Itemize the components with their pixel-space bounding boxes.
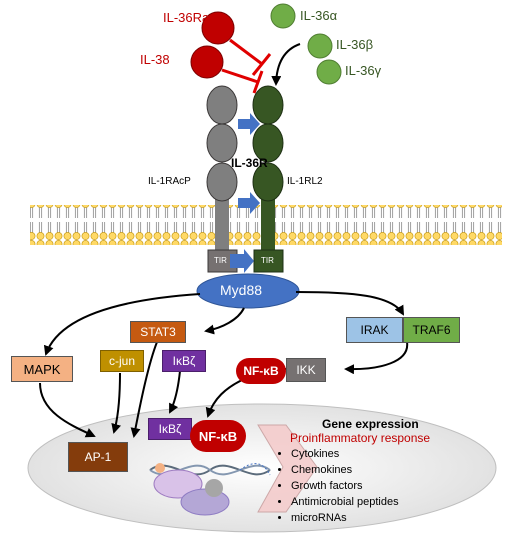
il36beta-ligand [307,33,333,59]
gene-list: Cytokines Chemokines Growth factors Anti… [277,446,399,526]
transcription-illustration [149,463,271,516]
il36ra-ligand [201,11,235,45]
il36beta-label: IL-36β [336,37,374,52]
il1racp-domain-1 [206,85,238,125]
il1rl2-domain-2 [252,123,284,163]
il1rl2-stalk [261,195,275,250]
traf6-box: TRAF6 [403,317,460,343]
il38-ligand [190,45,224,79]
il1rl2-label: IL-1RL2 [287,176,323,187]
il38-label: IL-38 [140,52,170,67]
il36ra-inhibition-line [229,38,263,66]
myd88-label: Myd88 [220,282,263,298]
irak-traf6-to-ikk-arrow [344,341,409,375]
il36gamma-label: IL-36γ [345,63,382,78]
il1racp-label: IL-1RAcP [148,176,191,187]
irak-box: IRAK [346,317,403,343]
gene-list-item: Cytokines [291,446,399,462]
stat3-to-ap1-arrow [130,341,158,438]
tir-arrow [230,249,254,273]
il38-inhibition-bar [252,70,264,94]
il36ra-label: IL-36Ra [163,10,210,25]
il36alpha-ligand [270,3,296,29]
il1racp-domain-3 [206,162,238,202]
cjun-box: c-jun [100,350,144,372]
mapk-to-ap1-arrow [39,382,96,438]
tir-right-label: TIR [261,256,274,265]
proinflammatory-subtitle: Proinflammatory response [290,431,431,445]
il36alpha-label: IL-36α [300,8,338,23]
gene-list-item: Growth factors [291,478,399,494]
gene-list-item: Antimicrobial peptides [291,494,399,510]
myd88-to-irak-arrow [295,291,405,316]
mapk-box: MAPK [11,356,73,382]
gene-expression-arrow [257,424,318,513]
tir-left-label: TIR [214,256,227,265]
il1racp-stalk [215,195,229,250]
heterodimer-arrow-2 [238,192,260,214]
heterodimer-arrow-1 [238,113,260,135]
ikbz-nuclear-box: IκBζ [148,418,192,440]
il36ra-inhibition-bar [251,53,272,76]
myd88-to-mapk-arrow [43,293,201,356]
ikbz-box: IκBζ [162,350,206,372]
nfkb-to-nucleus-arrow [205,379,243,418]
nfkb-cyto-pill: NF-κB [236,358,286,384]
myd88-to-stat3-arrow [204,307,245,335]
il1racp-domain-2 [206,123,238,163]
nfkb-nuclear-pill: NF-κB [190,420,246,452]
ikk-box: IKK [286,358,326,382]
il36gamma-ligand [316,59,342,85]
gene-expression-title: Gene expression [322,417,419,431]
il1rl2-domain-1 [252,85,284,125]
il1rl2-domain-3 [252,162,284,202]
agonist-arrow [271,43,301,86]
il36r-label: IL-36R [231,156,268,170]
nucleus-ellipse [27,403,497,533]
il38-inhibition-line [221,68,259,84]
stat3-box: STAT3 [130,321,186,343]
cjun-to-ap1-arrow [111,372,122,434]
gene-list-item: microRNAs [291,510,399,526]
gene-list-item: Chemokines [291,462,399,478]
ikbz-to-nucleus-arrow [169,370,181,414]
myd88-ellipse [196,273,300,309]
ap1-box: AP-1 [68,442,128,472]
